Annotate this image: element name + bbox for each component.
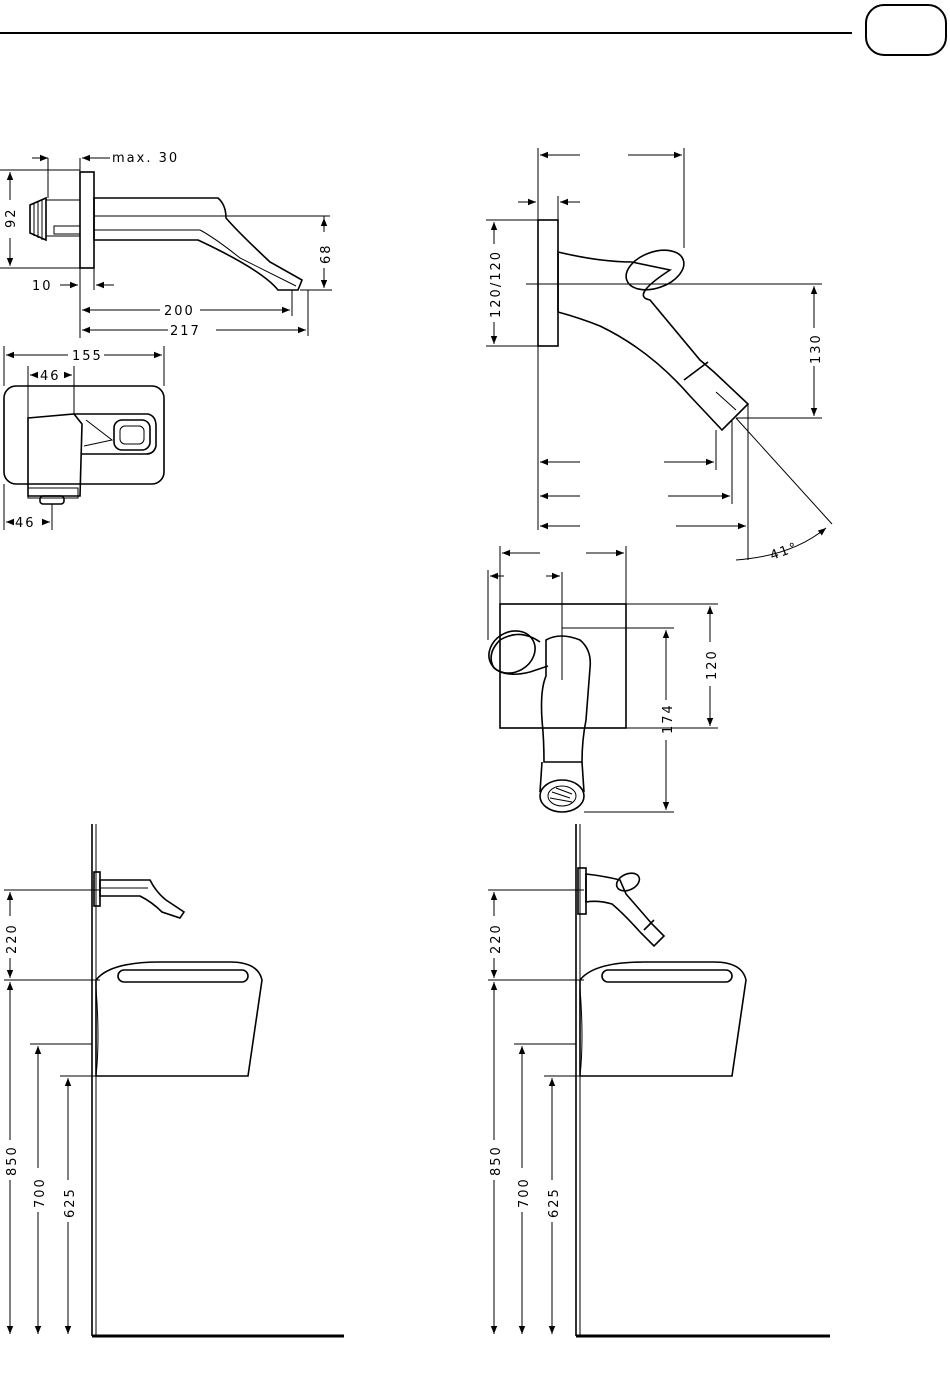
dim-install-height-a-700: 700	[33, 1177, 48, 1208]
side-view-angled-spout	[526, 220, 822, 430]
installation-left-dimensions: 220 850 700 625	[4, 890, 100, 1334]
language-tab	[866, 5, 946, 55]
side-view-dimensions: max. 30 92 68 10 200 217	[0, 151, 334, 339]
dim-spout-length-short: 200	[164, 304, 195, 319]
front-view-spout	[481, 572, 626, 812]
dim-install-height-a-625: 625	[63, 1187, 78, 1218]
dim-install-spout-height-a: 220	[5, 923, 20, 954]
dim-lever-offset-top: 46	[40, 369, 61, 384]
dim-spout-angle: 41°	[768, 540, 800, 564]
dim-spout-drop: 68	[319, 243, 334, 264]
side-view-spout	[30, 172, 330, 290]
dim-plate-depth: 10	[32, 279, 53, 294]
installation-left	[92, 824, 344, 1336]
dim-body-height: 92	[4, 207, 19, 228]
dim-install-height-b-700: 700	[517, 1177, 532, 1208]
installation-right-dimensions: 220 850 700 625	[488, 890, 584, 1334]
dim-install-height-b-625: 625	[547, 1187, 562, 1218]
front-view-dimensions: 120 174	[488, 546, 720, 812]
dim-spout-reach-front: 174	[661, 703, 676, 734]
dim-max-offset: max. 30	[112, 151, 179, 166]
dim-install-basin-height-b: 850	[489, 1145, 504, 1176]
dim-lever-offset-bottom: 46	[15, 516, 36, 531]
side-view-angled-dimensions: 120/120 130 41°	[486, 148, 832, 564]
dim-plate-size-front: 120	[705, 649, 720, 680]
dim-plate-size-side: 120/120	[489, 250, 504, 318]
dim-install-spout-height-b: 220	[489, 923, 504, 954]
installation-right	[576, 824, 830, 1336]
dim-spout-length-long: 217	[170, 324, 201, 339]
dim-install-basin-height-a: 850	[5, 1145, 20, 1176]
dim-plate-width: 155	[72, 349, 103, 364]
dim-spout-height-side: 130	[809, 333, 824, 364]
